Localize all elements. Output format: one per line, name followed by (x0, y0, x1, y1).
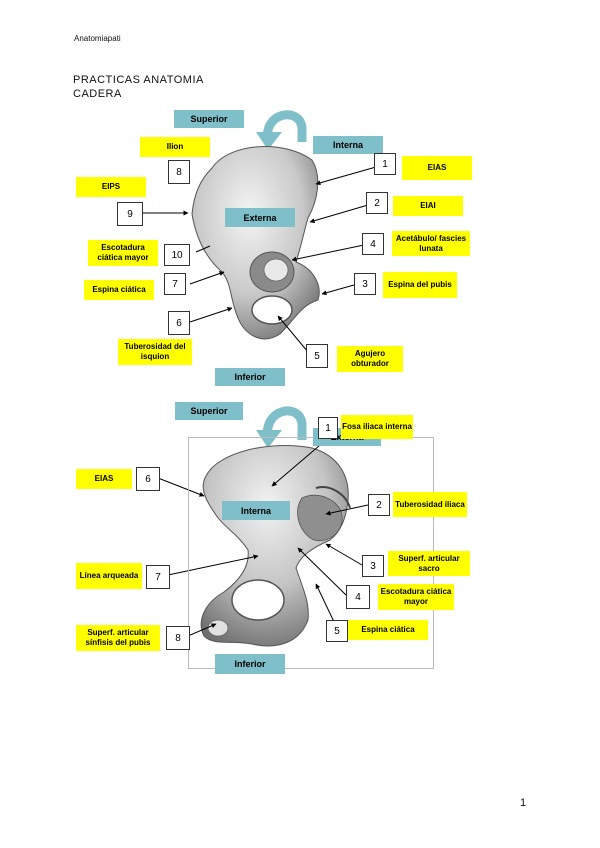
direction-interna-2: Interna (222, 501, 290, 520)
label-ilion: Ilion (140, 137, 210, 157)
direction-inferior-1: Inferior (215, 368, 285, 386)
number-box-6: 6 (168, 311, 190, 335)
title-line-2: CADERA (73, 88, 122, 100)
direction-interna-1: Interna (313, 136, 383, 154)
rotation-arrow-2 (262, 406, 307, 441)
number-box-2-1: 1 (318, 417, 338, 439)
number-box-2-3: 3 (362, 555, 384, 577)
hip-bone-lateral (191, 146, 320, 340)
direction-externa-1: Externa (225, 208, 295, 227)
label-tuberosidad-iliaca: Tuberosidad iliaca (393, 492, 467, 517)
number-box-5: 5 (306, 344, 328, 368)
label-acetabulo: Acetábulo/ fascies lunata (392, 231, 470, 256)
number-box-2-6: 6 (136, 467, 160, 491)
direction-superior-2: Superior (175, 402, 243, 420)
number-box-2-7: 7 (146, 565, 170, 589)
label-espina-pubis: Espina del pubis (383, 272, 457, 298)
number-box-7: 7 (164, 273, 186, 295)
title-line-1: PRACTICAS ANATOMIA (73, 74, 204, 86)
label-linea-arqueada: Línea arqueada (76, 563, 142, 589)
number-box-2: 2 (366, 192, 388, 214)
number-box-2-2: 2 (368, 494, 390, 516)
label-eias-2: EIAS (76, 469, 132, 489)
label-escotadura-2: Escotadura ciática mayor (378, 584, 454, 610)
label-tuberosidad-isquion: Tuberosidad del isquion (118, 339, 192, 365)
number-box-8: 8 (168, 160, 190, 184)
label-eips-1: EIPS (76, 177, 146, 197)
number-box-2-4: 4 (346, 585, 370, 609)
hip-bone-medial (200, 445, 351, 647)
number-box-2-8: 8 (166, 626, 190, 650)
direction-superior-1: Superior (174, 110, 244, 128)
running-header: Anatomiapati (74, 34, 121, 43)
number-box-2-5: 5 (326, 620, 348, 642)
label-espina-ciatica-2: Espina ciática (348, 620, 428, 640)
document-title: PRACTICAS ANATOMIA CADERA (73, 73, 204, 101)
label-eiai: EIAI (393, 196, 463, 216)
number-box-1: 1 (374, 153, 396, 175)
number-box-10: 10 (164, 244, 190, 266)
label-agujero-obturador: Agujero obturador (337, 346, 403, 372)
label-espina-ciatica-1: Espina ciática (84, 280, 154, 300)
label-fosa-iliaca: Fosa iliaca interna (341, 415, 413, 439)
page-number: 1 (520, 797, 527, 809)
direction-inferior-2: Inferior (215, 654, 285, 674)
number-box-9: 9 (117, 202, 143, 226)
label-eias-1: EIAS (402, 156, 472, 180)
label-sinfisis-pubis: Superf. articular sínfisis del pubis (76, 625, 160, 651)
number-box-4: 4 (362, 233, 384, 255)
number-box-3: 3 (354, 273, 376, 295)
label-superf-articular-sacro: Superf. articular sacro (388, 551, 470, 576)
label-escotadura-1: Escotadura ciática mayor (88, 240, 158, 266)
